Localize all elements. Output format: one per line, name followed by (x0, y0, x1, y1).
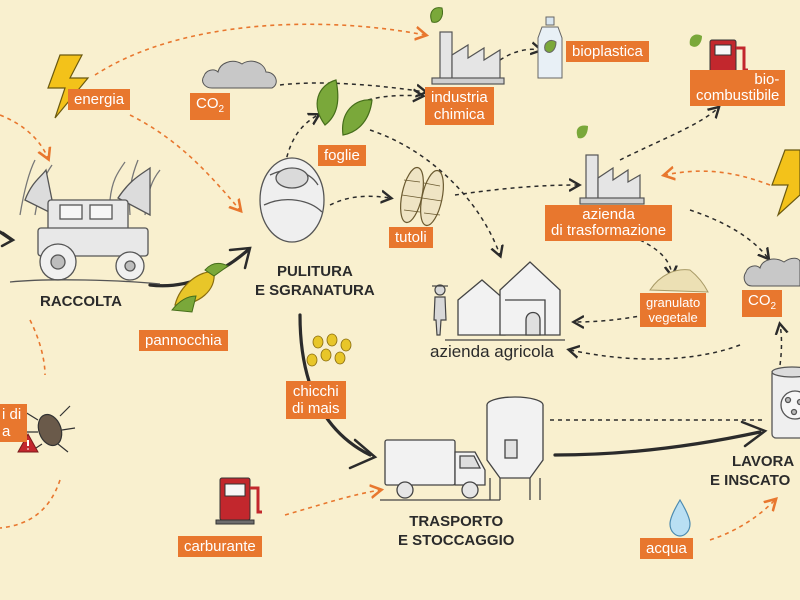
co2-right-subscript: 2 (770, 301, 777, 312)
granulato-line2: vegetale (648, 310, 698, 325)
chicchi-line2: di mais (292, 400, 340, 417)
arrow-bottom-left-raccolta (29, 319, 46, 376)
lavora-line2: E INSCATO (710, 472, 791, 489)
tag-pannocchia: pannocchia (139, 330, 228, 351)
silo-icon (486, 396, 544, 500)
chicchi-line1: chicchi (292, 383, 339, 400)
tag-co2-right: CO2 (742, 290, 783, 317)
co2-right-text: CO (748, 292, 771, 309)
tag-tutoli: tutoli (389, 227, 433, 248)
harvester-icon (9, 159, 161, 285)
co2-text: CO (196, 95, 219, 112)
arrow-carburante-to-trasporto (284, 490, 380, 516)
azienda-trasf-line2: di trasformazione (551, 222, 667, 239)
arrow-bottom-left-exit (0, 479, 61, 529)
can-icon (771, 366, 800, 439)
arrow-foglie-to-industria (367, 95, 422, 100)
leaf-icon-fuel (689, 34, 702, 47)
biocombustibile-line2: combustibile (696, 87, 780, 104)
arrow-co2-to-industria (279, 82, 425, 92)
industria-line1: industria (431, 89, 488, 106)
biocombustibile-line1: bio- (754, 71, 780, 88)
arrow-pulitura-to-trasporto-head (348, 438, 378, 470)
arrow-azienda-trasf-to-biocombustibile (619, 108, 718, 161)
lavora-line1: LAVORA (732, 453, 795, 470)
arrow-azienda-trasf-to-co2 (689, 209, 768, 258)
kernels-icon (306, 333, 352, 367)
label-pulitura: PULITURA E SGRANATURA (255, 262, 375, 300)
leaf-icon-factory (430, 7, 443, 23)
arrow-raccolta-to-pulitura-head (228, 246, 252, 270)
farm-icon (445, 261, 565, 341)
trasporto-line2: E STOCCAGGIO (398, 532, 515, 549)
arrow-energia-to-pulitura (129, 114, 240, 210)
cloud-icon-right (743, 257, 800, 287)
granulato-line1: granulato (646, 295, 701, 310)
arrow-acqua-to-lavorazione (709, 500, 775, 541)
arrow-left-to-raccolta (0, 114, 48, 158)
azienda-trasf-line1: azienda (582, 206, 635, 223)
arrow-left-edge-head (0, 231, 16, 248)
tag-industria-chimica: industria chimica (425, 87, 494, 125)
arrow-right-to-azienda-trasf (665, 171, 771, 186)
truck-icon (380, 439, 500, 501)
water-drop-icon (669, 498, 691, 537)
warning-icon (17, 432, 39, 453)
cloud-icon (202, 60, 277, 89)
tag-bioplastica: bioplastica (566, 41, 649, 62)
cob-icon (400, 166, 444, 227)
left-cut-line2: a (2, 423, 11, 440)
leaves-icon (316, 79, 373, 136)
arrow-top-to-industria (94, 23, 425, 76)
arrow-silo-to-lavorazione-solid (553, 430, 762, 457)
factory-icon-trasformazione (579, 154, 645, 205)
lightning-icon-right (771, 149, 800, 217)
tag-energia: energia (68, 89, 131, 110)
tag-chicchi-di-mais: chicchi di mais (286, 381, 346, 419)
tag-carburante: carburante (178, 536, 262, 557)
factory-icon (431, 31, 505, 85)
corn-cob-icon (171, 262, 229, 313)
tag-biocombustibile: bio- combustibile (690, 70, 786, 106)
tag-co2: CO2 (190, 93, 231, 120)
sheller-icon (259, 157, 325, 243)
label-raccolta: RACCOLTA (40, 293, 122, 310)
fuel-pump-icon-carburante (215, 477, 262, 525)
left-cut-line1: i di (2, 406, 22, 423)
arrow-industria-to-bioplastica (499, 49, 540, 61)
label-lavorazione: LAVORA E INSCATO (710, 452, 794, 490)
industria-line2: chimica (433, 106, 485, 123)
trasporto-line1: TRASPORTO (409, 513, 504, 530)
pulitura-line1: PULITURA (276, 263, 353, 280)
granulate-icon (649, 269, 709, 293)
arrow-pulitura-to-tutoli (329, 196, 390, 206)
arrow-azienda-trasf-to-granulato (639, 239, 672, 275)
arrow-pulitura-to-foglie (284, 115, 318, 166)
farmer-icon (432, 284, 448, 336)
label-trasporto: TRASPORTO E STOCCAGGIO (398, 512, 514, 550)
leaf-icon-trasformazione (576, 125, 588, 139)
tag-granulato-vegetale: granulato vegetale (640, 293, 707, 327)
arrow-tutoli-to-azienda-trasf (454, 185, 578, 196)
tag-azienda-trasformazione: azienda di trasformazione (545, 205, 673, 241)
label-azienda-agricola: azienda agricola (430, 342, 554, 361)
co2-subscript: 2 (218, 104, 225, 115)
tag-foglie: foglie (318, 145, 366, 166)
bottle-icon (537, 16, 563, 79)
bug-icon (24, 405, 76, 453)
arrow-lavorazione-to-azienda-agricola (570, 344, 741, 360)
arrow-granulato-to-azienda-agricola (575, 314, 646, 322)
pulitura-line2: E SGRANATURA (255, 282, 375, 299)
arrow-lavorazione-to-co2 (780, 325, 782, 366)
tag-acqua: acqua (640, 538, 693, 559)
tag-left-cut: i di a (0, 404, 28, 442)
arrow-silo-to-lavorazione-head (740, 420, 768, 448)
